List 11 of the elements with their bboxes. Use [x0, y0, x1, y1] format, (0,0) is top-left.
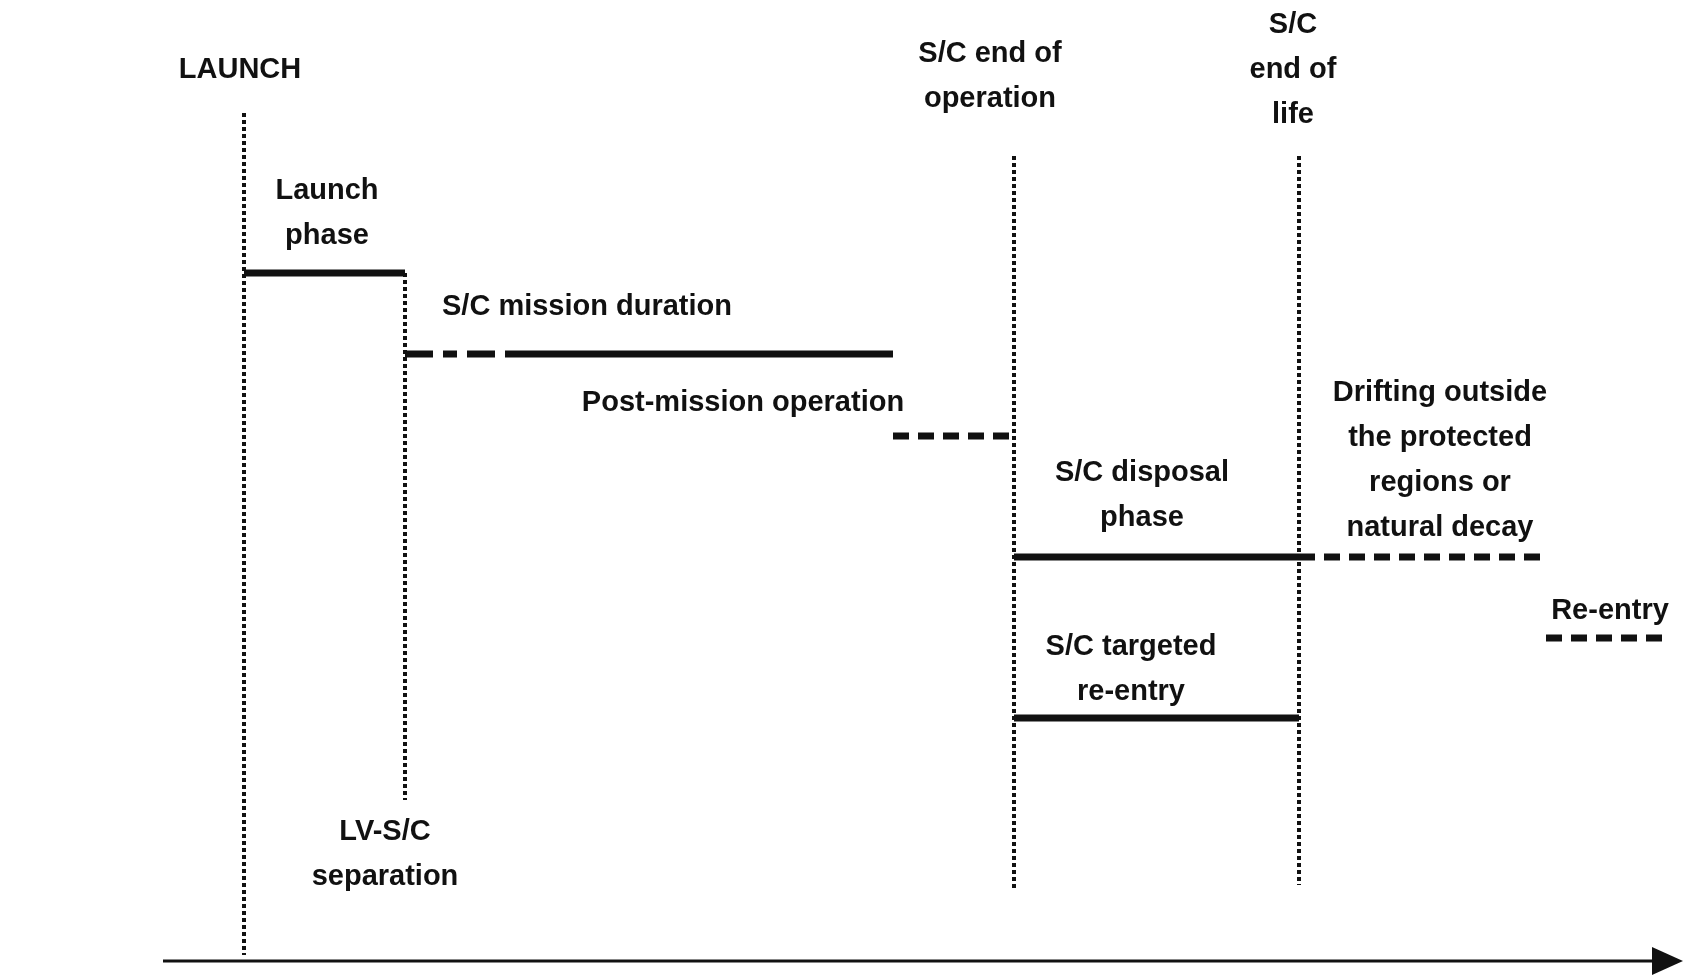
- phase-label: S/C disposal phase: [1042, 449, 1242, 539]
- phase-label: Drifting outside the protected regions or natural decay: [1332, 369, 1548, 549]
- phase-label: Launch phase: [252, 167, 402, 257]
- milestone-label: S/C end of operation: [917, 35, 1063, 115]
- phase-label: Post-mission operation: [553, 378, 933, 424]
- milestone-label: LAUNCH: [177, 50, 303, 86]
- milestone-label: S/C end of life: [1248, 5, 1338, 131]
- milestone-label: LV-S/C separation: [310, 813, 460, 893]
- phase-label: Re-entry: [1540, 586, 1680, 632]
- phase-label: S/C mission duration: [407, 282, 767, 328]
- phase-label: S/C targeted re-entry: [1031, 623, 1231, 713]
